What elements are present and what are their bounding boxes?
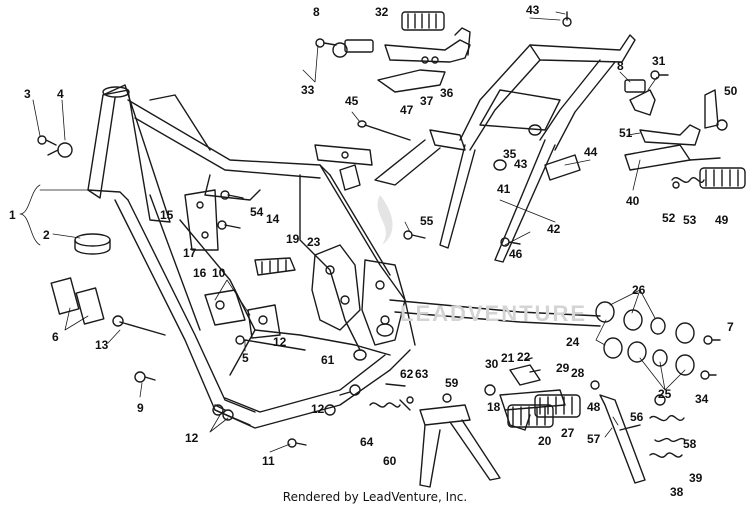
callout-48: 48 <box>587 400 601 414</box>
callout-24: 24 <box>566 335 580 349</box>
callout-16: 16 <box>193 266 207 280</box>
stand-parts <box>369 357 686 488</box>
callout-51: 51 <box>619 126 633 140</box>
callout-12-a: 12 <box>185 431 199 445</box>
watermark-text: LEADVENTURE <box>400 301 588 326</box>
callout-31: 31 <box>652 54 666 68</box>
callout-35: 35 <box>503 147 517 161</box>
callout-62: 62 <box>400 367 414 381</box>
callout-34: 34 <box>695 392 709 406</box>
leader-lines <box>19 11 686 453</box>
callout-57: 57 <box>587 432 601 446</box>
callout-19: 19 <box>286 232 300 246</box>
callout-49: 49 <box>715 213 729 227</box>
subframe-assembly <box>374 34 636 263</box>
callout-56: 56 <box>630 410 644 424</box>
callout-58: 58 <box>683 437 697 451</box>
callout-59: 59 <box>445 376 459 390</box>
callout-33: 33 <box>301 83 315 97</box>
callout-26: 26 <box>632 283 646 297</box>
callout-8-top: 8 <box>313 5 320 19</box>
callout-22: 22 <box>517 350 531 364</box>
callout-27: 27 <box>561 426 575 440</box>
callout-3: 3 <box>24 87 31 101</box>
callout-17: 17 <box>183 246 197 260</box>
callout-63: 63 <box>415 367 429 381</box>
callout-64: 64 <box>360 435 374 449</box>
callout-30: 30 <box>485 357 499 371</box>
callout-37: 37 <box>420 94 434 108</box>
callout-43-top: 43 <box>526 3 540 17</box>
callout-8-right: 8 <box>617 59 624 73</box>
callout-5: 5 <box>242 351 249 365</box>
callout-1: 1 <box>9 208 16 222</box>
callout-12-b: 12 <box>273 335 287 349</box>
callout-14: 14 <box>266 212 280 226</box>
mid-parts <box>204 190 361 448</box>
callout-42: 42 <box>547 222 561 236</box>
callout-40: 40 <box>626 194 640 208</box>
callout-39: 39 <box>689 471 703 485</box>
callout-23: 23 <box>307 235 321 249</box>
callout-7: 7 <box>727 320 734 334</box>
callout-45: 45 <box>345 94 359 108</box>
callout-46: 46 <box>509 247 523 261</box>
callout-28: 28 <box>571 366 585 380</box>
callout-20: 20 <box>538 434 552 448</box>
callout-29: 29 <box>556 361 570 375</box>
callout-25: 25 <box>658 387 672 401</box>
callout-41: 41 <box>497 182 511 196</box>
callout-4: 4 <box>57 87 64 101</box>
callout-13: 13 <box>95 338 109 352</box>
callout-44: 44 <box>584 145 598 159</box>
callout-2: 2 <box>43 228 50 242</box>
upper-footpeg <box>315 11 471 93</box>
callout-15: 15 <box>160 208 174 222</box>
callout-6: 6 <box>52 330 59 344</box>
callout-43-mid: 43 <box>514 157 528 171</box>
callout-55: 55 <box>420 214 434 228</box>
callout-50: 50 <box>724 84 738 98</box>
callout-10: 10 <box>212 266 226 280</box>
callout-38: 38 <box>670 485 684 499</box>
callout-61: 61 <box>321 353 335 367</box>
callout-11: 11 <box>262 454 275 468</box>
frame-assembly <box>87 84 416 429</box>
render-credit: Rendered by LeadVenture, Inc. <box>282 490 468 504</box>
callout-12-c: 12 <box>311 402 325 416</box>
callout-54: 54 <box>250 205 264 219</box>
callout-36: 36 <box>440 86 454 100</box>
watermark-flame-icon <box>377 195 393 245</box>
callout-52: 52 <box>662 211 676 225</box>
right-footpeg <box>624 70 746 189</box>
misc-bolts <box>357 11 572 404</box>
callout-47: 47 <box>400 103 414 117</box>
callout-9: 9 <box>137 401 144 415</box>
callout-32: 32 <box>375 5 389 19</box>
callout-18: 18 <box>487 400 501 414</box>
callout-21: 21 <box>501 351 515 365</box>
callout-60: 60 <box>383 454 397 468</box>
callout-53: 53 <box>683 213 697 227</box>
